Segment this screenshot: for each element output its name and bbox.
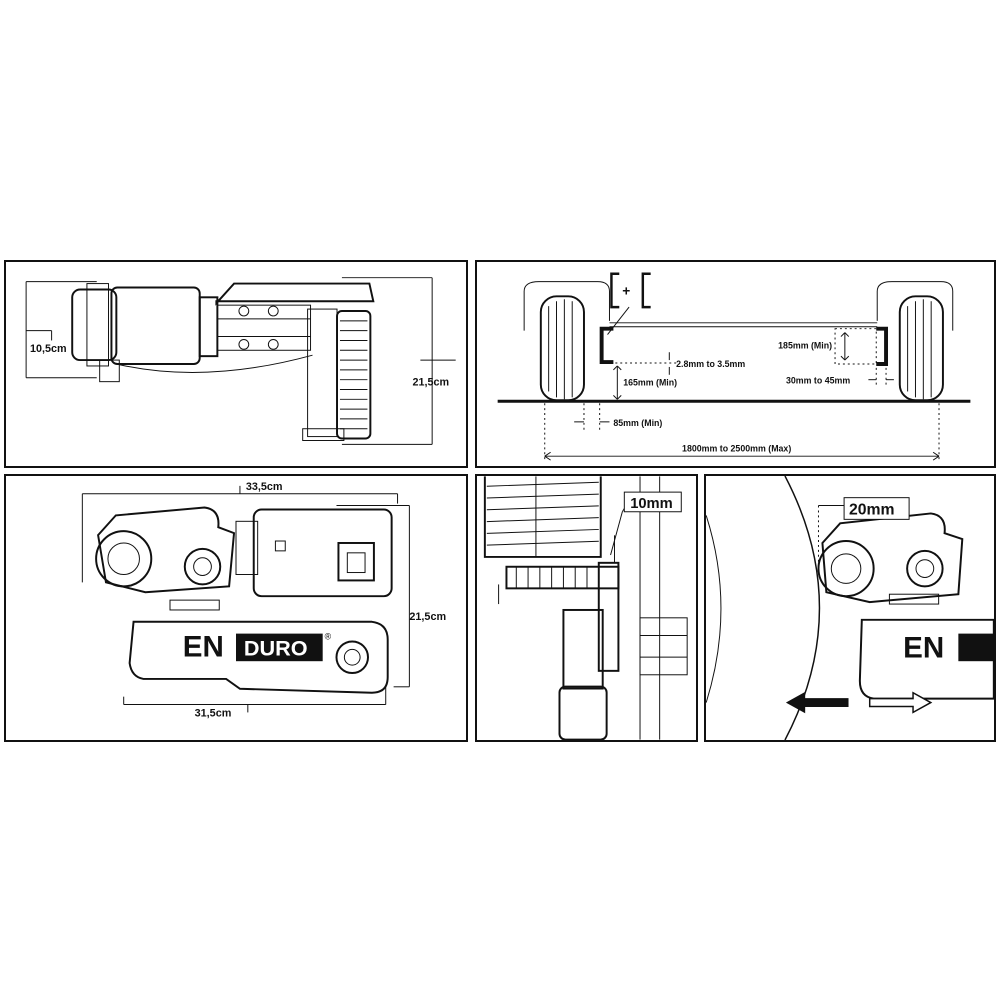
motor-cylinder [252,508,393,598]
offset-label: 30mm to 45mm [786,376,850,386]
engage-callout-box [843,497,910,520]
roller-gap-label: 10mm [630,496,673,512]
engagement-drawing: EN 20mm [706,476,994,740]
left-wheel-arch [523,281,610,331]
motor-plug [99,359,120,383]
base-plate [128,620,389,694]
gap-label: 2.8mm to 3.5mm [676,359,745,369]
bracket-plus-label: + [622,283,630,298]
brand-partial: EN [903,631,944,664]
clearance-min-label: 185mm (Min) [778,340,832,350]
right-chassis-profile [876,326,889,366]
installation-front-panel: 10mm [475,474,698,742]
motor-side-view-panel: EN DURO ® 33,5cm 21,5cm 31,5cm [4,474,468,742]
gap-callout-box [623,491,682,513]
motor-terminal-box [337,542,375,582]
motor-side-view-drawing: EN DURO ® 33,5cm 21,5cm 31,5cm [81,481,446,719]
chassis-measurement-panel: + 2.8mm to 3.5mm 165mm (Min) 185mm (Min)… [475,260,996,468]
chassis-clamp [639,617,688,676]
arrow-left-icon [785,691,849,714]
track-label: 1800mm to 2500mm (Max) [682,443,791,453]
length-label: 33,5cm [246,481,283,493]
pivot-hub [183,547,222,586]
tyre-inner-arc [706,515,722,703]
roller-front [505,565,620,590]
bracket-symbol-left [610,272,620,309]
motor-end-front [558,685,608,740]
brand-duro-box [236,633,323,662]
left-chassis-profile [599,326,614,364]
motor-height-label: 21,5cm [413,377,450,389]
motor-housing [110,286,201,365]
installation-front-drawing: 10mm [483,476,688,740]
right-wheel-arch [876,281,954,331]
engaged-arm [821,512,964,604]
left-wheel [539,295,585,402]
engaged-base-plate [858,618,994,700]
brand-en: EN [183,630,224,663]
bracket-symbol-right [641,272,651,309]
drive-housing [597,561,620,672]
chassis-measurement-drawing: + 2.8mm to 3.5mm 165mm (Min) 185mm (Min)… [497,272,971,461]
brand-duro: DURO [244,635,308,660]
engagement-panel: EN 20mm [704,474,996,742]
engage-gap-label: 20mm [849,501,895,518]
engaged-hub [906,549,944,588]
motor-top-view-panel: 10,5cm 21,5cm [4,260,468,468]
brand-registered: ® [325,632,332,642]
gearbox-flange [198,296,219,358]
tyre-gap-label: 85mm (Min) [613,418,662,428]
arrow-right-icon [868,691,933,714]
motor-end-cap [71,288,118,362]
side-plate [307,308,338,438]
motor-collar [86,283,109,367]
motor-width-label: 10,5cm [30,343,67,355]
mounting-bracket [215,282,375,306]
tyre-section [483,476,602,558]
side-arm [97,506,236,594]
roller-tread [339,320,368,430]
height-label: 21,5cm [409,611,446,623]
base-length-label: 31,5cm [195,707,232,719]
motor-body-front [562,608,604,690]
height-min-label: 165mm (Min) [623,378,677,388]
base-bolt [335,640,369,674]
right-wheel [898,295,944,402]
gear-shaft [216,304,312,351]
motor-top-view-drawing: 10,5cm 21,5cm [25,277,456,445]
